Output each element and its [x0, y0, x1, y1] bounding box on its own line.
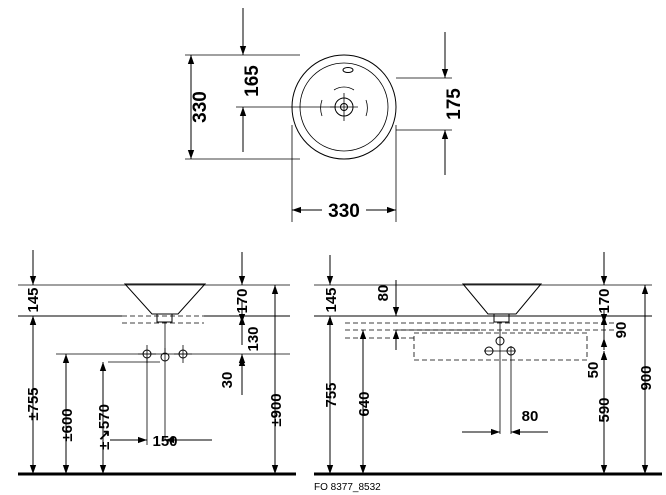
- front-900-label: ±900: [268, 393, 285, 426]
- front-basin-bowl: [123, 283, 207, 315]
- front-130-label: 130: [245, 326, 262, 351]
- side-basin-bowl: [461, 283, 543, 315]
- side-cabinet-50-label: 50: [585, 362, 602, 379]
- side-view: 145 80 170 90 50 755 640 590 900 80: [314, 252, 662, 476]
- side-170-label: 170: [596, 288, 613, 313]
- front-570-label: ±↘570: [96, 404, 113, 450]
- overflow-hole: [342, 67, 354, 73]
- top-height-165-label: 165: [242, 65, 263, 97]
- front-view: 145 170 130 30 ±755 ±600 ±↘570 ±900 150: [18, 250, 296, 476]
- side-cabinet-90-label: 90: [613, 322, 630, 339]
- side-cabinet-outline: [413, 332, 588, 361]
- front-600-label: ±600: [59, 408, 76, 441]
- side-755-label: 755: [323, 382, 340, 407]
- side-valve-upper: [495, 336, 505, 346]
- side-offset-80-label: 80: [522, 408, 539, 425]
- front-drain-tail: [156, 314, 173, 323]
- front-150-label: 150: [152, 433, 177, 450]
- side-gap-80-label: 80: [375, 285, 392, 302]
- front-145-label: 145: [25, 287, 42, 312]
- drawing-reference: FO 8377_8532: [314, 482, 381, 493]
- side-drain-tail: [493, 314, 510, 323]
- side-145-label: 145: [323, 287, 340, 312]
- side-590-label: 590: [596, 397, 613, 422]
- front-30-label: 30: [219, 372, 236, 389]
- side-900-label: 900: [638, 365, 655, 390]
- top-view: 330 165 175 330: [185, 8, 465, 222]
- top-width-330-label: 330: [328, 201, 360, 222]
- front-755-label: ±755: [25, 387, 42, 420]
- side-640-label: 640: [356, 391, 373, 416]
- top-height-175-label: 175: [444, 88, 465, 120]
- top-height-330-label: 330: [190, 91, 211, 123]
